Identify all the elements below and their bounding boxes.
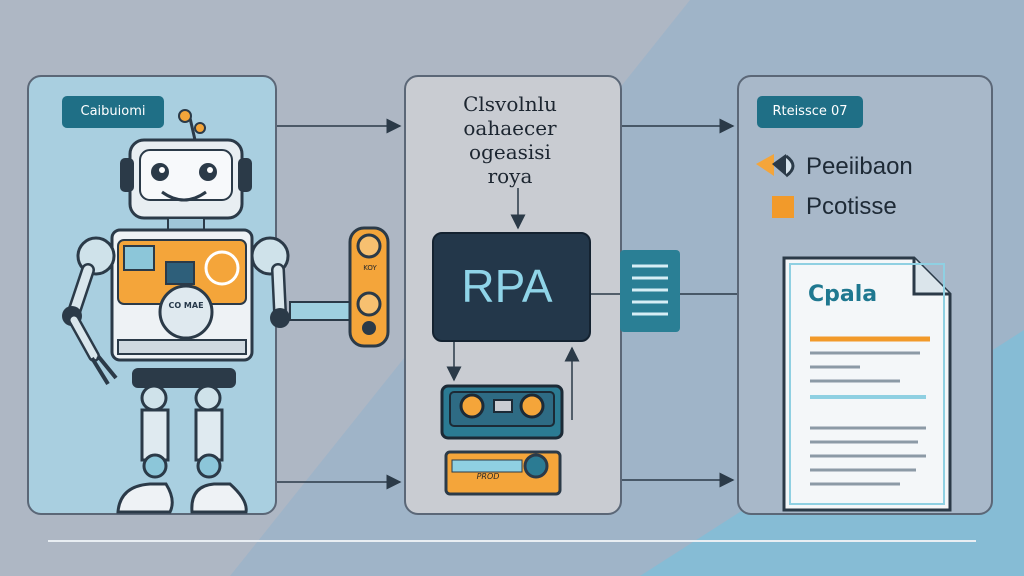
card-device-icon <box>444 450 562 496</box>
document-icon <box>782 256 952 512</box>
robot-plate-label: CO MAE <box>168 301 204 310</box>
rpa-label: RPA <box>461 260 553 312</box>
document-title: Cpala <box>808 282 878 307</box>
cassette-device-icon <box>440 384 564 440</box>
chevron-left-icon <box>756 154 795 178</box>
title-line: oahaecer <box>463 116 557 140</box>
robot-icon <box>62 109 351 514</box>
card-device-label: PROD <box>476 472 500 481</box>
device-pod-label: KOY <box>363 264 377 272</box>
legend-item-label: Peeiibaon <box>806 153 913 180</box>
title-line: ogeasisi <box>469 140 551 164</box>
middle-panel-title: Clsvolnlu oahaecer ogeasisi roya <box>430 92 590 188</box>
title-line: roya <box>487 164 533 188</box>
rpa-engine-box <box>432 232 591 342</box>
square-icon <box>772 196 794 218</box>
list-tile-icon <box>620 250 680 332</box>
title-line: Clsvolnlu <box>463 92 557 116</box>
left-panel-chip: Caibuiomi <box>62 96 164 128</box>
legend-item-label: Pcotisse <box>806 193 897 220</box>
device-pod-icon <box>348 226 390 348</box>
right-panel-chip: Rteissce 07 <box>757 96 863 128</box>
